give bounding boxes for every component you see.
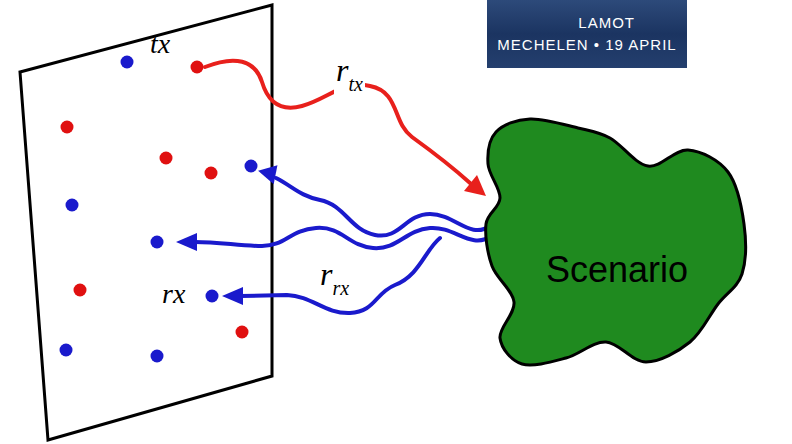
blob-shape bbox=[486, 119, 746, 365]
range-label: rrx bbox=[318, 258, 351, 300]
arrowhead bbox=[258, 165, 281, 186]
tx-elements bbox=[61, 61, 249, 339]
array-panel bbox=[20, 5, 272, 440]
range-label: rtx bbox=[334, 54, 365, 96]
element-label: tx bbox=[148, 30, 172, 58]
element-label: rx bbox=[160, 280, 187, 308]
rx-wave bbox=[195, 228, 492, 248]
banner-subtitle: MECHELEN • 19 APRIL bbox=[497, 34, 676, 56]
rx-elements bbox=[60, 56, 258, 363]
rx-wave bbox=[240, 238, 440, 313]
blob-outline bbox=[478, 114, 750, 370]
arrowhead bbox=[464, 175, 486, 196]
scenario-blob: Scenario bbox=[478, 114, 750, 370]
event-banner: LAMOTMECHELEN • 19 APRIL bbox=[487, 0, 687, 68]
arrowhead bbox=[222, 287, 243, 305]
banner-title: LAMOT bbox=[578, 12, 635, 34]
arrowhead bbox=[176, 233, 197, 251]
rx-wave bbox=[276, 178, 490, 236]
scenario-label: Scenario bbox=[546, 252, 688, 288]
